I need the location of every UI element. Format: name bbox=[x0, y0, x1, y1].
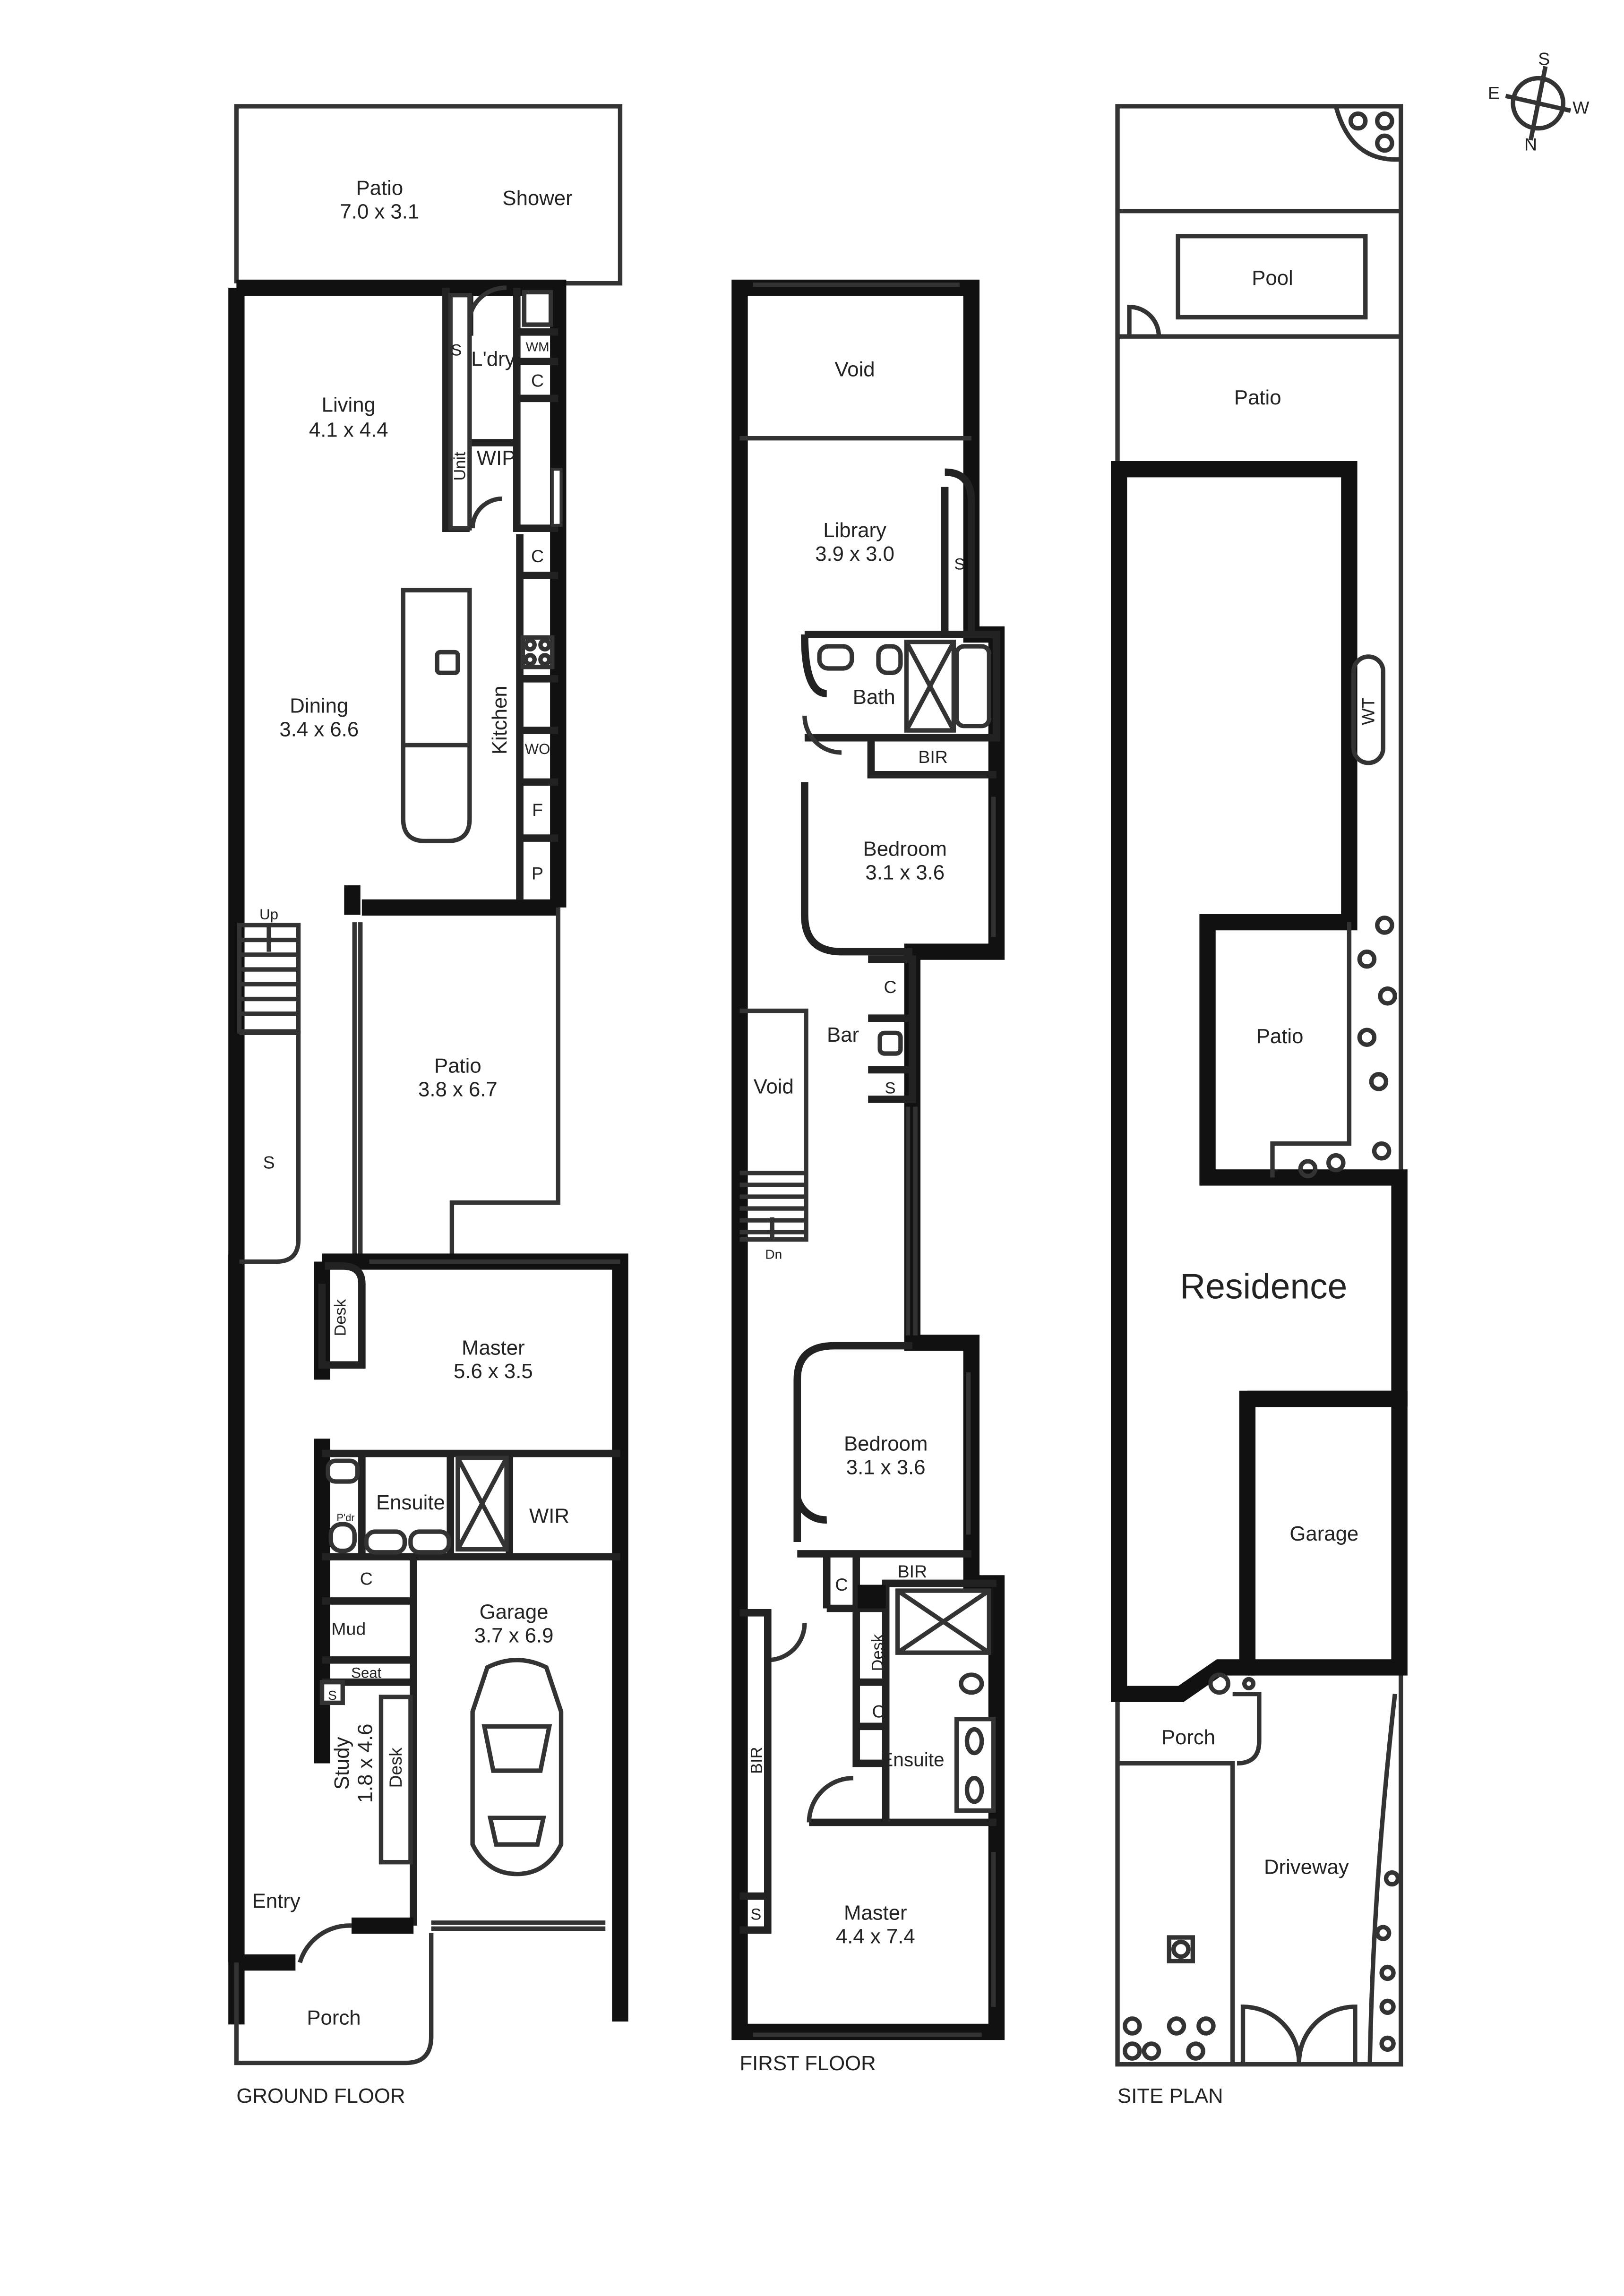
first-floor-plan: Void Library 3.9 x 3.0 S Bath BIR Bedroo… bbox=[731, 279, 1005, 2075]
ff-desk-label: Desk bbox=[868, 1634, 886, 1671]
gf-patio-mid-dims: 3.8 x 6.7 bbox=[418, 1078, 498, 1101]
sp-pool-label: Pool bbox=[1252, 266, 1293, 290]
gf-patio-rear-label: Patio bbox=[356, 176, 404, 199]
gf-wip-label: WIP bbox=[477, 446, 516, 470]
compass-s: S bbox=[1538, 49, 1550, 69]
sp-garage-label: Garage bbox=[1289, 1522, 1358, 1545]
gf-living-dims: 4.1 x 4.4 bbox=[309, 419, 388, 442]
ff-library-dims: 3.9 x 3.0 bbox=[815, 542, 894, 565]
ff-library-label: Library bbox=[823, 519, 886, 542]
sp-patio-mid-label: Patio bbox=[1256, 1025, 1304, 1048]
gf-patio-rear-dims: 7.0 x 3.1 bbox=[340, 200, 419, 223]
gf-kitchen-label: Kitchen bbox=[488, 685, 511, 754]
gf-garage-label: Garage bbox=[480, 1600, 549, 1623]
ff-s-cab-2: S bbox=[885, 1079, 896, 1097]
gf-ensuite-label: Ensuite bbox=[376, 1491, 445, 1514]
gf-s-cab: S bbox=[451, 342, 462, 360]
gf-study-dims: 1.8 x 4.6 bbox=[354, 1724, 377, 1803]
gf-s-cab-2: S bbox=[328, 1688, 337, 1703]
ff-bir-label: BIR bbox=[918, 747, 947, 767]
gf-study-label: Study bbox=[330, 1737, 353, 1790]
ff-bir-master-label: BIR bbox=[748, 1747, 765, 1774]
ff-c-cab-3: C bbox=[872, 1702, 885, 1722]
sp-wt-label: WT bbox=[1358, 697, 1378, 725]
compass-n: N bbox=[1524, 135, 1537, 154]
first-floor-title: FIRST FLOOR bbox=[739, 2052, 876, 2075]
gf-mud-label: Mud bbox=[331, 1619, 366, 1639]
gf-garage-dims: 3.7 x 6.9 bbox=[474, 1624, 554, 1647]
ff-master-label: Master bbox=[844, 1902, 907, 1925]
ff-bedroom2-label: Bedroom bbox=[844, 1432, 928, 1455]
gf-seat-label: Seat bbox=[351, 1664, 382, 1681]
compass-w: W bbox=[1572, 98, 1590, 118]
gf-living-label: Living bbox=[322, 393, 376, 416]
ff-void-top-label: Void bbox=[835, 358, 875, 381]
gf-patio-mid-label: Patio bbox=[434, 1054, 481, 1078]
ff-bar-label: Bar bbox=[827, 1023, 859, 1046]
sp-residence-label: Residence bbox=[1180, 1267, 1347, 1306]
ff-stair-dn-label: Dn bbox=[765, 1247, 782, 1261]
ff-void-mid-label: Void bbox=[754, 1075, 794, 1098]
car-icon bbox=[470, 1658, 564, 1876]
compass-icon: S E W N bbox=[1488, 49, 1590, 154]
gf-dining-label: Dining bbox=[290, 694, 348, 718]
gf-master-dims: 5.6 x 3.5 bbox=[454, 1360, 533, 1383]
ground-floor-plan: Patio 7.0 x 3.1 Shower Living 4.1 x 4.4 … bbox=[228, 104, 628, 2108]
gf-unit-label: Unit bbox=[451, 452, 469, 481]
gf-porch-label: Porch bbox=[307, 2006, 361, 2029]
gf-f-cab: F bbox=[532, 800, 543, 820]
gf-wir-label: WIR bbox=[529, 1504, 569, 1527]
sp-porch-label: Porch bbox=[1161, 1726, 1215, 1749]
gf-stair-up-label: Up bbox=[259, 906, 278, 923]
gf-dining-dims: 3.4 x 6.6 bbox=[279, 718, 359, 741]
site-plan: Pool Patio WT Patio Residence Garage Por… bbox=[1110, 104, 1408, 2108]
gf-desk-label: Desk bbox=[332, 1299, 350, 1336]
ff-c-cab-2: C bbox=[835, 1575, 848, 1594]
gf-c-cab-1: C bbox=[531, 370, 544, 390]
ff-bedroom1-dims: 3.1 x 3.6 bbox=[865, 861, 945, 884]
ff-s-cab-3: S bbox=[750, 1906, 761, 1924]
gf-master-label: Master bbox=[462, 1336, 525, 1359]
ff-bedroom2-dims: 3.1 x 3.6 bbox=[846, 1456, 926, 1479]
ff-ensuite-label: Ensuite bbox=[880, 1749, 944, 1771]
gf-wm-cab: WM bbox=[526, 339, 550, 354]
gf-store-label: S bbox=[263, 1153, 275, 1173]
gf-laundry-label: L'dry bbox=[471, 348, 516, 371]
gf-study-desk-label: Desk bbox=[386, 1748, 405, 1788]
ground-floor-title: GROUND FLOOR bbox=[236, 2084, 405, 2108]
ff-bir-label-2: BIR bbox=[898, 1561, 927, 1581]
compass-e: E bbox=[1488, 83, 1500, 103]
ff-c-cab-1: C bbox=[884, 977, 897, 997]
site-plan-title: SITE PLAN bbox=[1117, 2084, 1223, 2108]
sp-patio-top-label: Patio bbox=[1234, 386, 1281, 409]
gf-wo-cab: WO bbox=[525, 741, 550, 757]
gf-shower-label: Shower bbox=[502, 187, 572, 210]
ff-bath-label: Bath bbox=[853, 685, 895, 709]
gf-powder-label: P'dr bbox=[336, 1512, 354, 1524]
ff-master-dims: 4.4 x 7.4 bbox=[836, 1925, 915, 1948]
gf-c-cab-3: C bbox=[360, 1569, 373, 1589]
ff-bedroom1-label: Bedroom bbox=[863, 838, 947, 861]
gf-p-cab: P bbox=[532, 864, 543, 883]
ff-s-cab: S bbox=[954, 556, 965, 574]
sp-driveway-label: Driveway bbox=[1264, 1856, 1349, 1879]
tree-icon bbox=[1348, 111, 1394, 153]
gf-c-cab-2: C bbox=[531, 546, 544, 566]
gf-entry-label: Entry bbox=[252, 1890, 301, 1913]
